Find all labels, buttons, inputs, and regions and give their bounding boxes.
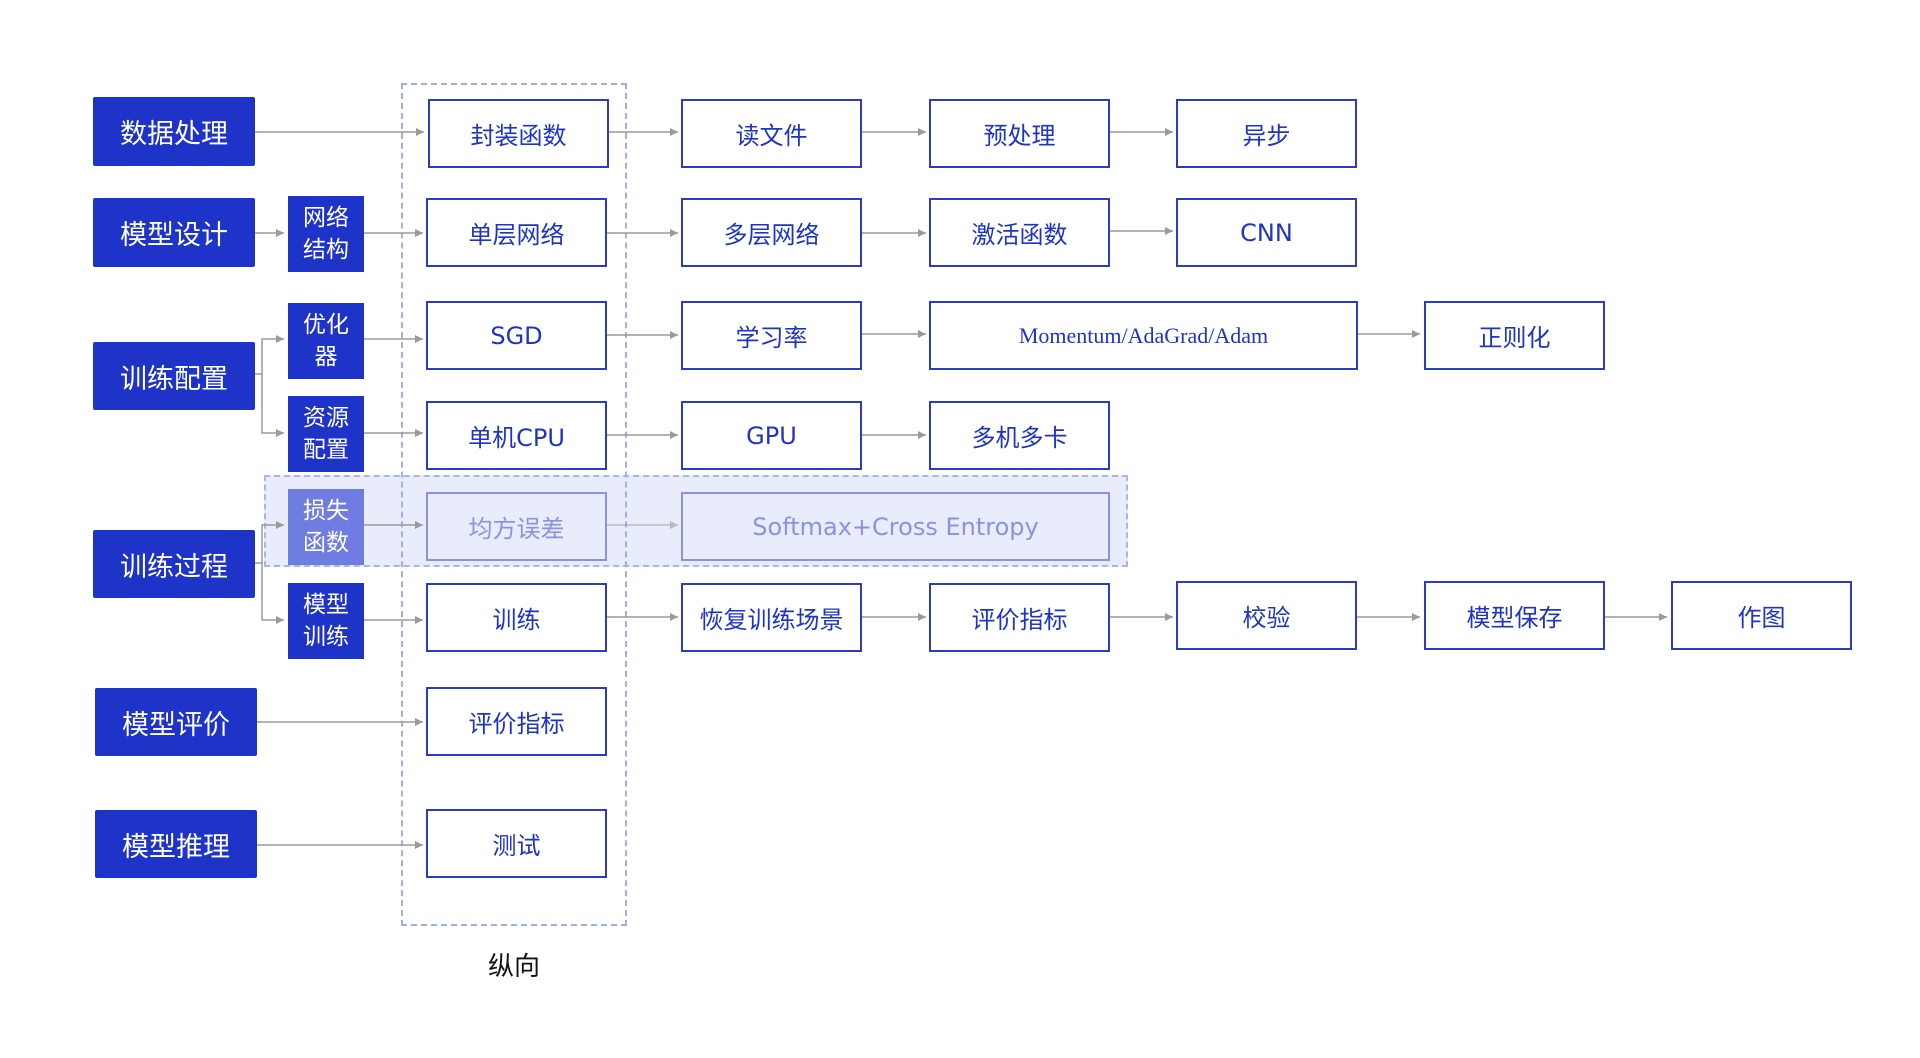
subcategory-loss-function[interactable]: 损失 函数 [288, 489, 364, 565]
node-multi-machine-multi-card[interactable]: 多机多卡 [929, 401, 1110, 470]
node-validation[interactable]: 校验 [1176, 581, 1357, 650]
node-activation-function[interactable]: 激活函数 [929, 198, 1110, 267]
node-evaluation-metrics[interactable]: 评价指标 [929, 583, 1110, 652]
category-data-processing[interactable]: 数据处理 [93, 97, 255, 166]
node-preprocess[interactable]: 预处理 [929, 99, 1110, 168]
category-model-inference[interactable]: 模型推理 [95, 810, 257, 878]
node-regularization[interactable]: 正则化 [1424, 301, 1605, 370]
node-sgd[interactable]: SGD [426, 301, 607, 370]
node-resume-training[interactable]: 恢复训练场景 [681, 583, 862, 652]
node-train[interactable]: 训练 [426, 583, 607, 652]
category-training-process[interactable]: 训练过程 [93, 530, 255, 598]
loss-function-highlight-band [264, 475, 1128, 567]
category-training-config[interactable]: 训练配置 [93, 342, 255, 410]
subcategory-model-training[interactable]: 模型 训练 [288, 583, 364, 659]
node-cnn[interactable]: CNN [1176, 198, 1357, 267]
node-async[interactable]: 异步 [1176, 99, 1357, 168]
node-test[interactable]: 测试 [426, 809, 607, 878]
subcategory-resource-config[interactable]: 资源 配置 [288, 396, 364, 472]
node-single-layer-network[interactable]: 单层网络 [426, 198, 607, 267]
node-read-file[interactable]: 读文件 [681, 99, 862, 168]
node-single-cpu[interactable]: 单机CPU [426, 401, 607, 470]
subcategory-optimizer[interactable]: 优化 器 [288, 303, 364, 379]
node-gpu[interactable]: GPU [681, 401, 862, 470]
category-model-design[interactable]: 模型设计 [93, 198, 255, 267]
node-mean-squared-error[interactable]: 均方误差 [426, 492, 607, 561]
column-caption: 纵向 [487, 952, 540, 982]
subcategory-network-structure[interactable]: 网络 结构 [288, 196, 364, 272]
node-learning-rate[interactable]: 学习率 [681, 301, 862, 370]
node-momentum-adagrad-adam[interactable]: Momentum/AdaGrad/Adam [929, 301, 1358, 370]
vertical-dashed-column [401, 83, 627, 926]
node-eval-metrics[interactable]: 评价指标 [426, 687, 607, 756]
node-wrap-function[interactable]: 封装函数 [428, 99, 609, 168]
node-multi-layer-network[interactable]: 多层网络 [681, 198, 862, 267]
node-model-save[interactable]: 模型保存 [1424, 581, 1605, 650]
node-plot[interactable]: 作图 [1671, 581, 1852, 650]
category-model-evaluation[interactable]: 模型评价 [95, 688, 257, 756]
node-softmax-cross-entropy[interactable]: Softmax+Cross Entropy [681, 492, 1110, 561]
